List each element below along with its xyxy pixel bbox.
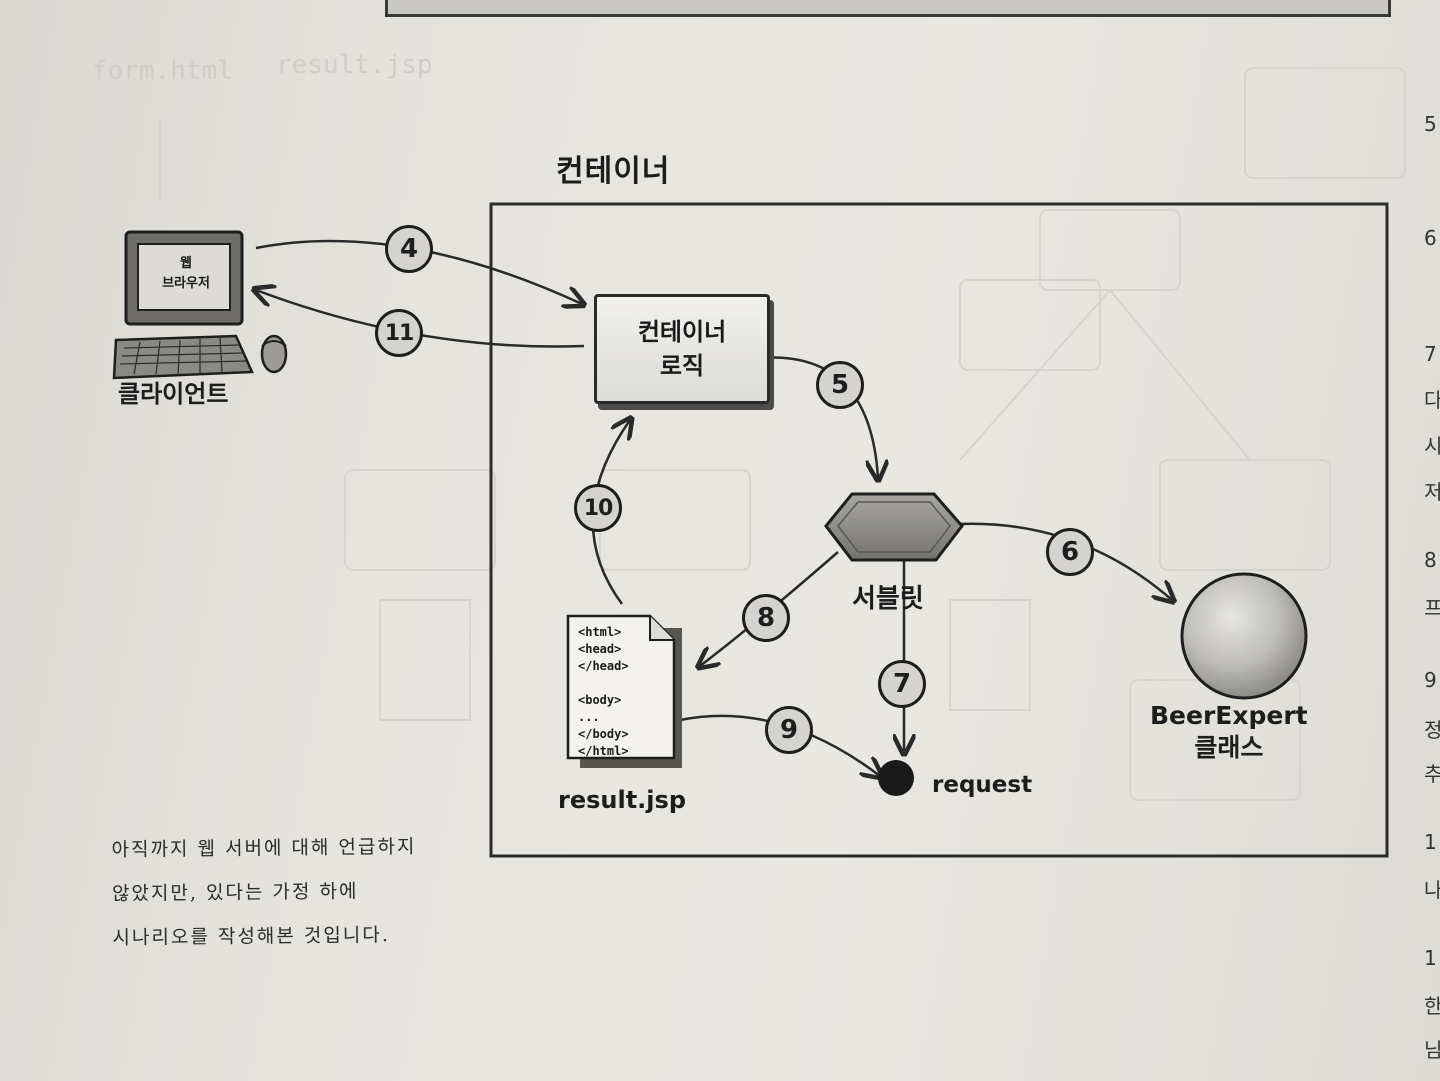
- servlet-label: 서블릿: [852, 584, 924, 614]
- handwritten-note: 아직까지 웹 서버에 대해 언급하지 않았지만, 있다는 가정 하에 시나리오를…: [111, 824, 492, 960]
- margin-fragment: 1: [1424, 946, 1437, 970]
- background-ghost-figure: [159, 67, 1406, 801]
- step-10-badge: 10: [574, 484, 622, 532]
- margin-fragment: 5: [1424, 112, 1437, 136]
- margin-fragment: 다: [1424, 388, 1440, 412]
- beerexpert-sphere: [1180, 572, 1308, 700]
- screen-line-2: 브라우저: [162, 276, 210, 291]
- ghost-label-form-html: form.html: [92, 56, 233, 86]
- margin-fragment: 9: [1424, 668, 1437, 692]
- step-7-badge: 7: [878, 660, 926, 708]
- browser-screen-text: 웹 브라우저: [140, 246, 232, 302]
- client-computer-icon: [112, 230, 288, 380]
- jsp-code-text: <html> <head> </head> <body> ... </body>…: [578, 625, 629, 758]
- container-logic-box: 컨테이너 로직: [594, 294, 770, 404]
- client-label: 클라이언트: [118, 380, 229, 408]
- note-line-1: 아직까지 웹 서버에 대해 언급하지: [111, 835, 417, 861]
- top-figure-frame: [385, 0, 1391, 17]
- margin-fragment: 정: [1424, 718, 1440, 742]
- request-object-dot: [878, 760, 914, 796]
- step-8-badge: 8: [742, 594, 790, 642]
- result-jsp-label: result.jsp: [558, 786, 686, 814]
- margin-fragment: 7: [1424, 342, 1437, 366]
- beerexpert-line-2: 클래스: [1194, 733, 1264, 762]
- logic-line-2: 로직: [659, 352, 705, 380]
- margin-fragment: 시: [1424, 434, 1440, 458]
- margin-fragment: 추: [1424, 762, 1440, 786]
- margin-fragment: 님: [1424, 1038, 1440, 1062]
- ghost-label-result-jsp: result.jsp: [276, 50, 433, 80]
- step-11-badge: 11: [375, 309, 423, 357]
- container-title: 컨테이너: [556, 154, 671, 189]
- request-label: request: [932, 772, 1033, 798]
- margin-fragment: 프: [1424, 596, 1440, 620]
- logic-line-1: 컨테이너: [637, 318, 727, 346]
- result-jsp-document: [566, 614, 682, 768]
- margin-fragment: 8: [1424, 548, 1437, 572]
- step-9-badge: 9: [765, 706, 813, 754]
- container-frame: [489, 202, 1389, 858]
- note-line-2: 않았지만, 있다는 가정 하에: [111, 880, 359, 905]
- beerexpert-label: BeerExpert 클래스: [1150, 700, 1308, 764]
- margin-fragment: 6: [1424, 226, 1437, 250]
- screen-line-1: 웹: [180, 256, 192, 271]
- beerexpert-line-1: BeerExpert: [1150, 701, 1308, 730]
- step-6-badge: 6: [1046, 528, 1094, 576]
- margin-fragment: 1: [1424, 830, 1437, 854]
- step-4-badge: 4: [385, 225, 433, 273]
- margin-fragment: 한: [1424, 994, 1440, 1018]
- margin-fragment: 나: [1424, 878, 1440, 902]
- servlet-hexagon: [824, 492, 964, 562]
- note-line-3: 시나리오를 작성해본 것입니다.: [112, 924, 390, 949]
- margin-fragment: 저: [1424, 480, 1440, 504]
- step-5-badge: 5: [816, 361, 864, 409]
